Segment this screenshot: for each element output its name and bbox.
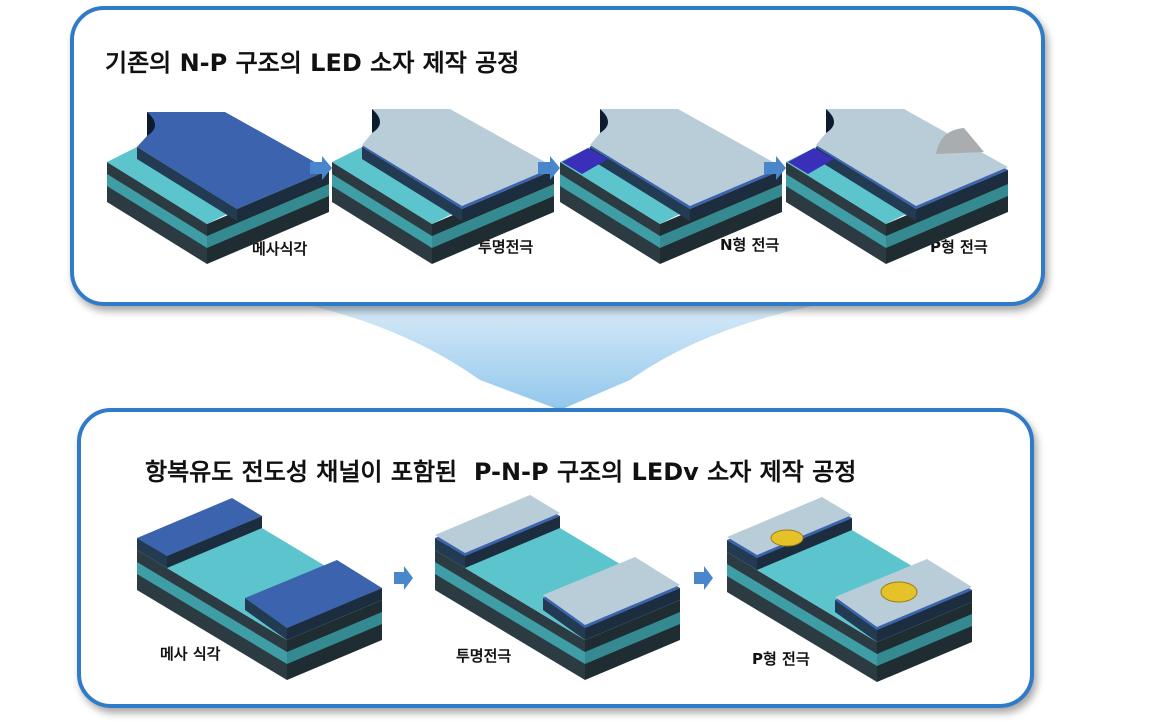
top-arrow-1 — [310, 156, 332, 180]
top-chip-p-electrode — [786, 109, 1008, 264]
top-chip-mesa — [107, 112, 329, 264]
top-arrow-2 — [538, 156, 560, 180]
bottom-chip-p-electrode — [727, 497, 972, 682]
top-chip-n-electrode — [560, 109, 782, 264]
bottom-step-label-transparent: 투명전극 — [456, 647, 512, 665]
bottom-step-label-p-electrode: P형 전극 — [752, 650, 810, 668]
bottom-arrow-2 — [694, 566, 713, 590]
bottom-chip-mesa — [137, 498, 382, 680]
bottom-step-label-mesa: 메사 식각 — [160, 645, 221, 663]
top-step-label-mesa: 메사식각 — [252, 240, 308, 258]
top-chip-transparent — [332, 109, 554, 264]
pnp-process-title: 항복유도 전도성 채널이 포함된 P-N-P 구조의 LEDv 소자 제작 공정 — [145, 458, 857, 486]
top-arrow-3 — [764, 156, 786, 180]
top-step-label-n-electrode: N형 전극 — [720, 236, 780, 254]
bottom-arrow-1 — [394, 566, 413, 590]
top-step-label-transparent: 투명전극 — [478, 238, 534, 256]
bottom-chip-transparent — [435, 495, 680, 680]
conventional-process-title: 기존의 N-P 구조의 LED 소자 제작 공정 — [105, 49, 520, 77]
